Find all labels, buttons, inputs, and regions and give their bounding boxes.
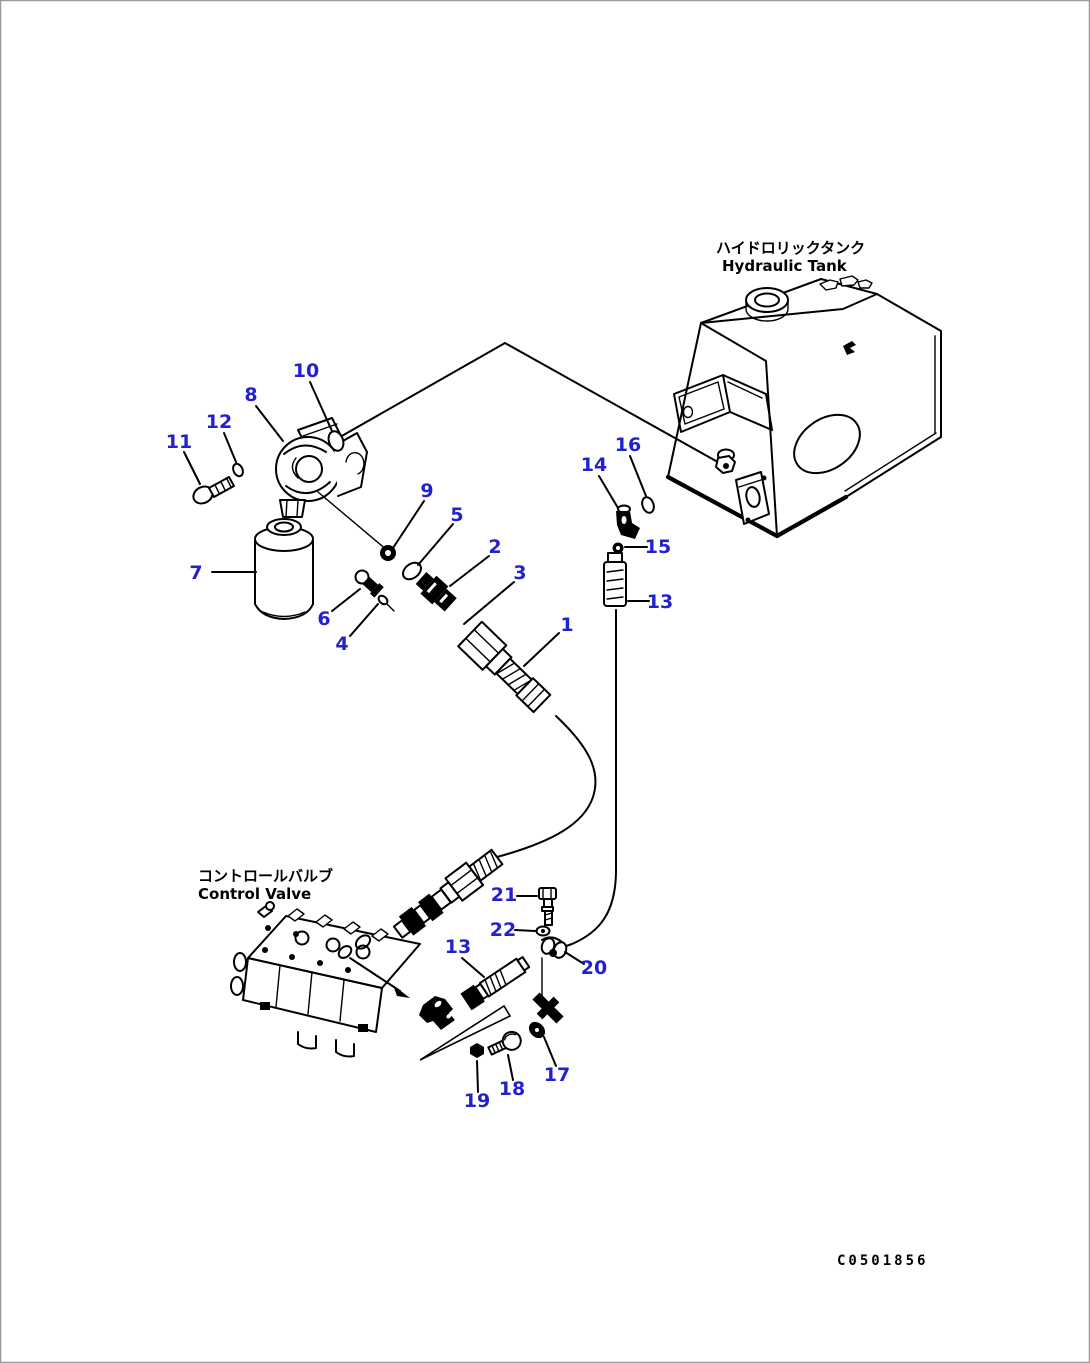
leader-12 — [223, 432, 237, 463]
callout-17: 17 — [544, 1064, 570, 1086]
leader-14 — [598, 475, 619, 509]
callout-15: 15 — [645, 536, 671, 558]
oring-16 — [641, 496, 655, 514]
ring-15 — [612, 542, 624, 554]
callout-2: 2 — [488, 536, 501, 558]
callout-19: 19 — [464, 1090, 490, 1112]
callout-7: 7 — [189, 562, 202, 584]
callout-10: 10 — [293, 360, 319, 382]
leader-19 — [476, 1060, 479, 1093]
leader-1 — [523, 632, 560, 667]
callout-18: 18 — [499, 1078, 525, 1100]
tube-13-lower — [460, 956, 531, 1011]
connector-2 — [415, 572, 457, 612]
leader-lines — [183, 381, 650, 1093]
callout-6: 6 — [317, 608, 330, 630]
filter-element — [254, 518, 314, 620]
hose-1 — [439, 620, 597, 904]
leader-2 — [449, 555, 490, 587]
callout-16: 16 — [615, 434, 641, 456]
callout-14: 14 — [581, 454, 607, 476]
leader-8 — [255, 405, 284, 442]
leader-3 — [463, 581, 515, 625]
callout-3: 3 — [513, 562, 526, 584]
washer-12 — [232, 462, 244, 478]
filler-cap — [745, 287, 789, 313]
leader-16 — [629, 455, 647, 497]
tank-oval-hole — [793, 413, 861, 475]
callout-1: 1 — [560, 614, 573, 636]
tube-13-upper — [603, 552, 627, 607]
elbow-6 — [354, 569, 384, 598]
pointer-wedge — [419, 1004, 512, 1061]
adapter-fitting — [392, 888, 452, 939]
bolt-21 — [538, 887, 557, 926]
callout-22: 22 — [490, 919, 516, 941]
ring-9 — [380, 545, 396, 561]
clamp-17 — [528, 992, 564, 1039]
valve-label-en: Control Valve — [198, 885, 311, 903]
callout-13-upper: 13 — [647, 591, 673, 613]
leader-11 — [183, 451, 201, 485]
drawing-code: C0501856 — [837, 1253, 928, 1269]
leader-13-lower — [461, 957, 485, 978]
elbow-valve — [419, 996, 455, 1030]
return-line — [548, 609, 617, 953]
callout-4: 4 — [335, 633, 348, 655]
callout-20: 20 — [581, 957, 607, 979]
washer-22 — [535, 925, 551, 937]
callout-21: 21 — [491, 884, 517, 906]
leader-20 — [564, 951, 585, 965]
elbow-14 — [616, 504, 640, 539]
leader-18 — [507, 1054, 514, 1081]
callout-5: 5 — [450, 504, 463, 526]
oring-5 — [402, 561, 422, 581]
leader-17 — [543, 1036, 557, 1067]
valve-arrow — [337, 945, 410, 998]
tank-label-en: Hydraulic Tank — [722, 257, 848, 275]
valve-label-jp: コントロールバルブ — [198, 867, 333, 885]
bolt-11 — [192, 476, 235, 505]
bolt-18 — [487, 1030, 522, 1056]
leader-22 — [514, 929, 536, 932]
leader-9 — [392, 500, 425, 549]
leader-10 — [309, 381, 333, 432]
callout-13-lower: 13 — [445, 936, 471, 958]
callout-8: 8 — [244, 384, 257, 406]
control-valve — [230, 901, 421, 1058]
callout-12: 12 — [206, 411, 232, 433]
leader-5 — [417, 523, 454, 566]
tank-hook-mark — [843, 341, 856, 355]
nut-19 — [470, 1043, 484, 1058]
nipple-4 — [377, 594, 395, 612]
axis-line — [317, 491, 389, 552]
hydraulic-tank — [665, 275, 942, 539]
callout-11: 11 — [166, 431, 192, 453]
tank-label-jp: ハイドロリックタンク — [716, 239, 865, 257]
callout-9: 9 — [420, 480, 433, 502]
leader-6 — [331, 588, 361, 612]
leader-filter-to-tank — [339, 342, 717, 462]
leader-4 — [349, 603, 379, 637]
